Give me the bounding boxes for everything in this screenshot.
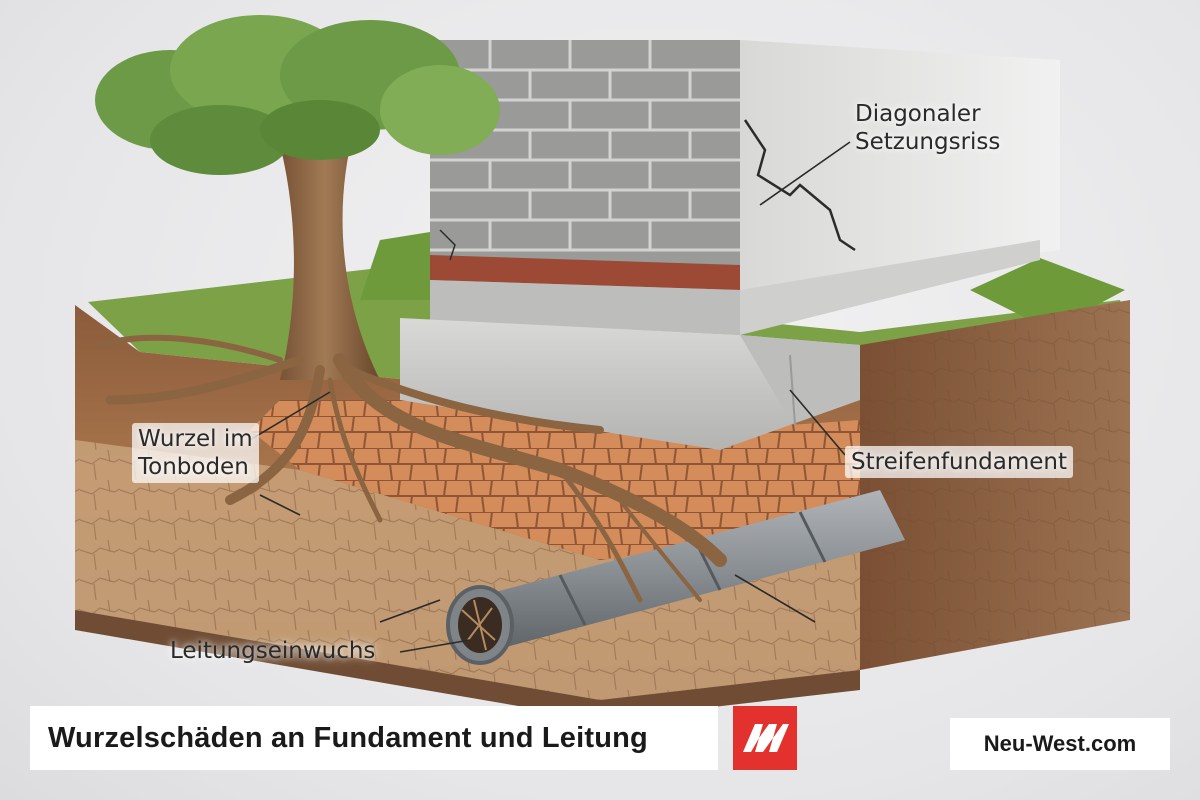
footer-title-box: Wurzelschäden an Fundament und Leitung <box>30 706 718 770</box>
pipe-label-text: Leitungseinwuchs <box>170 637 375 665</box>
root-label-line-1: Wurzel im <box>138 425 253 453</box>
pipe-label: Leitungseinwuchs <box>170 637 375 665</box>
grass-tuft <box>360 232 440 300</box>
site-name-box: Neu-West.com <box>950 718 1170 770</box>
foundation-label-text: Streifenfundament <box>851 448 1067 476</box>
footer-title: Wurzelschäden an Fundament und Leitung <box>30 722 648 755</box>
root-label-line-2: Tonboden <box>138 453 253 481</box>
crack-label: Diagonaler Setzungsriss <box>855 100 1000 156</box>
nw-logo-icon <box>733 706 797 770</box>
foundation-label: Streifenfundament <box>845 446 1073 478</box>
crack-label-line-1: Diagonaler <box>855 100 1000 128</box>
tree-canopy <box>95 15 500 175</box>
crack-label-line-2: Setzungsriss <box>855 128 1000 156</box>
site-name: Neu-West.com <box>984 731 1136 757</box>
root-label: Wurzel im Tonboden <box>132 423 259 483</box>
